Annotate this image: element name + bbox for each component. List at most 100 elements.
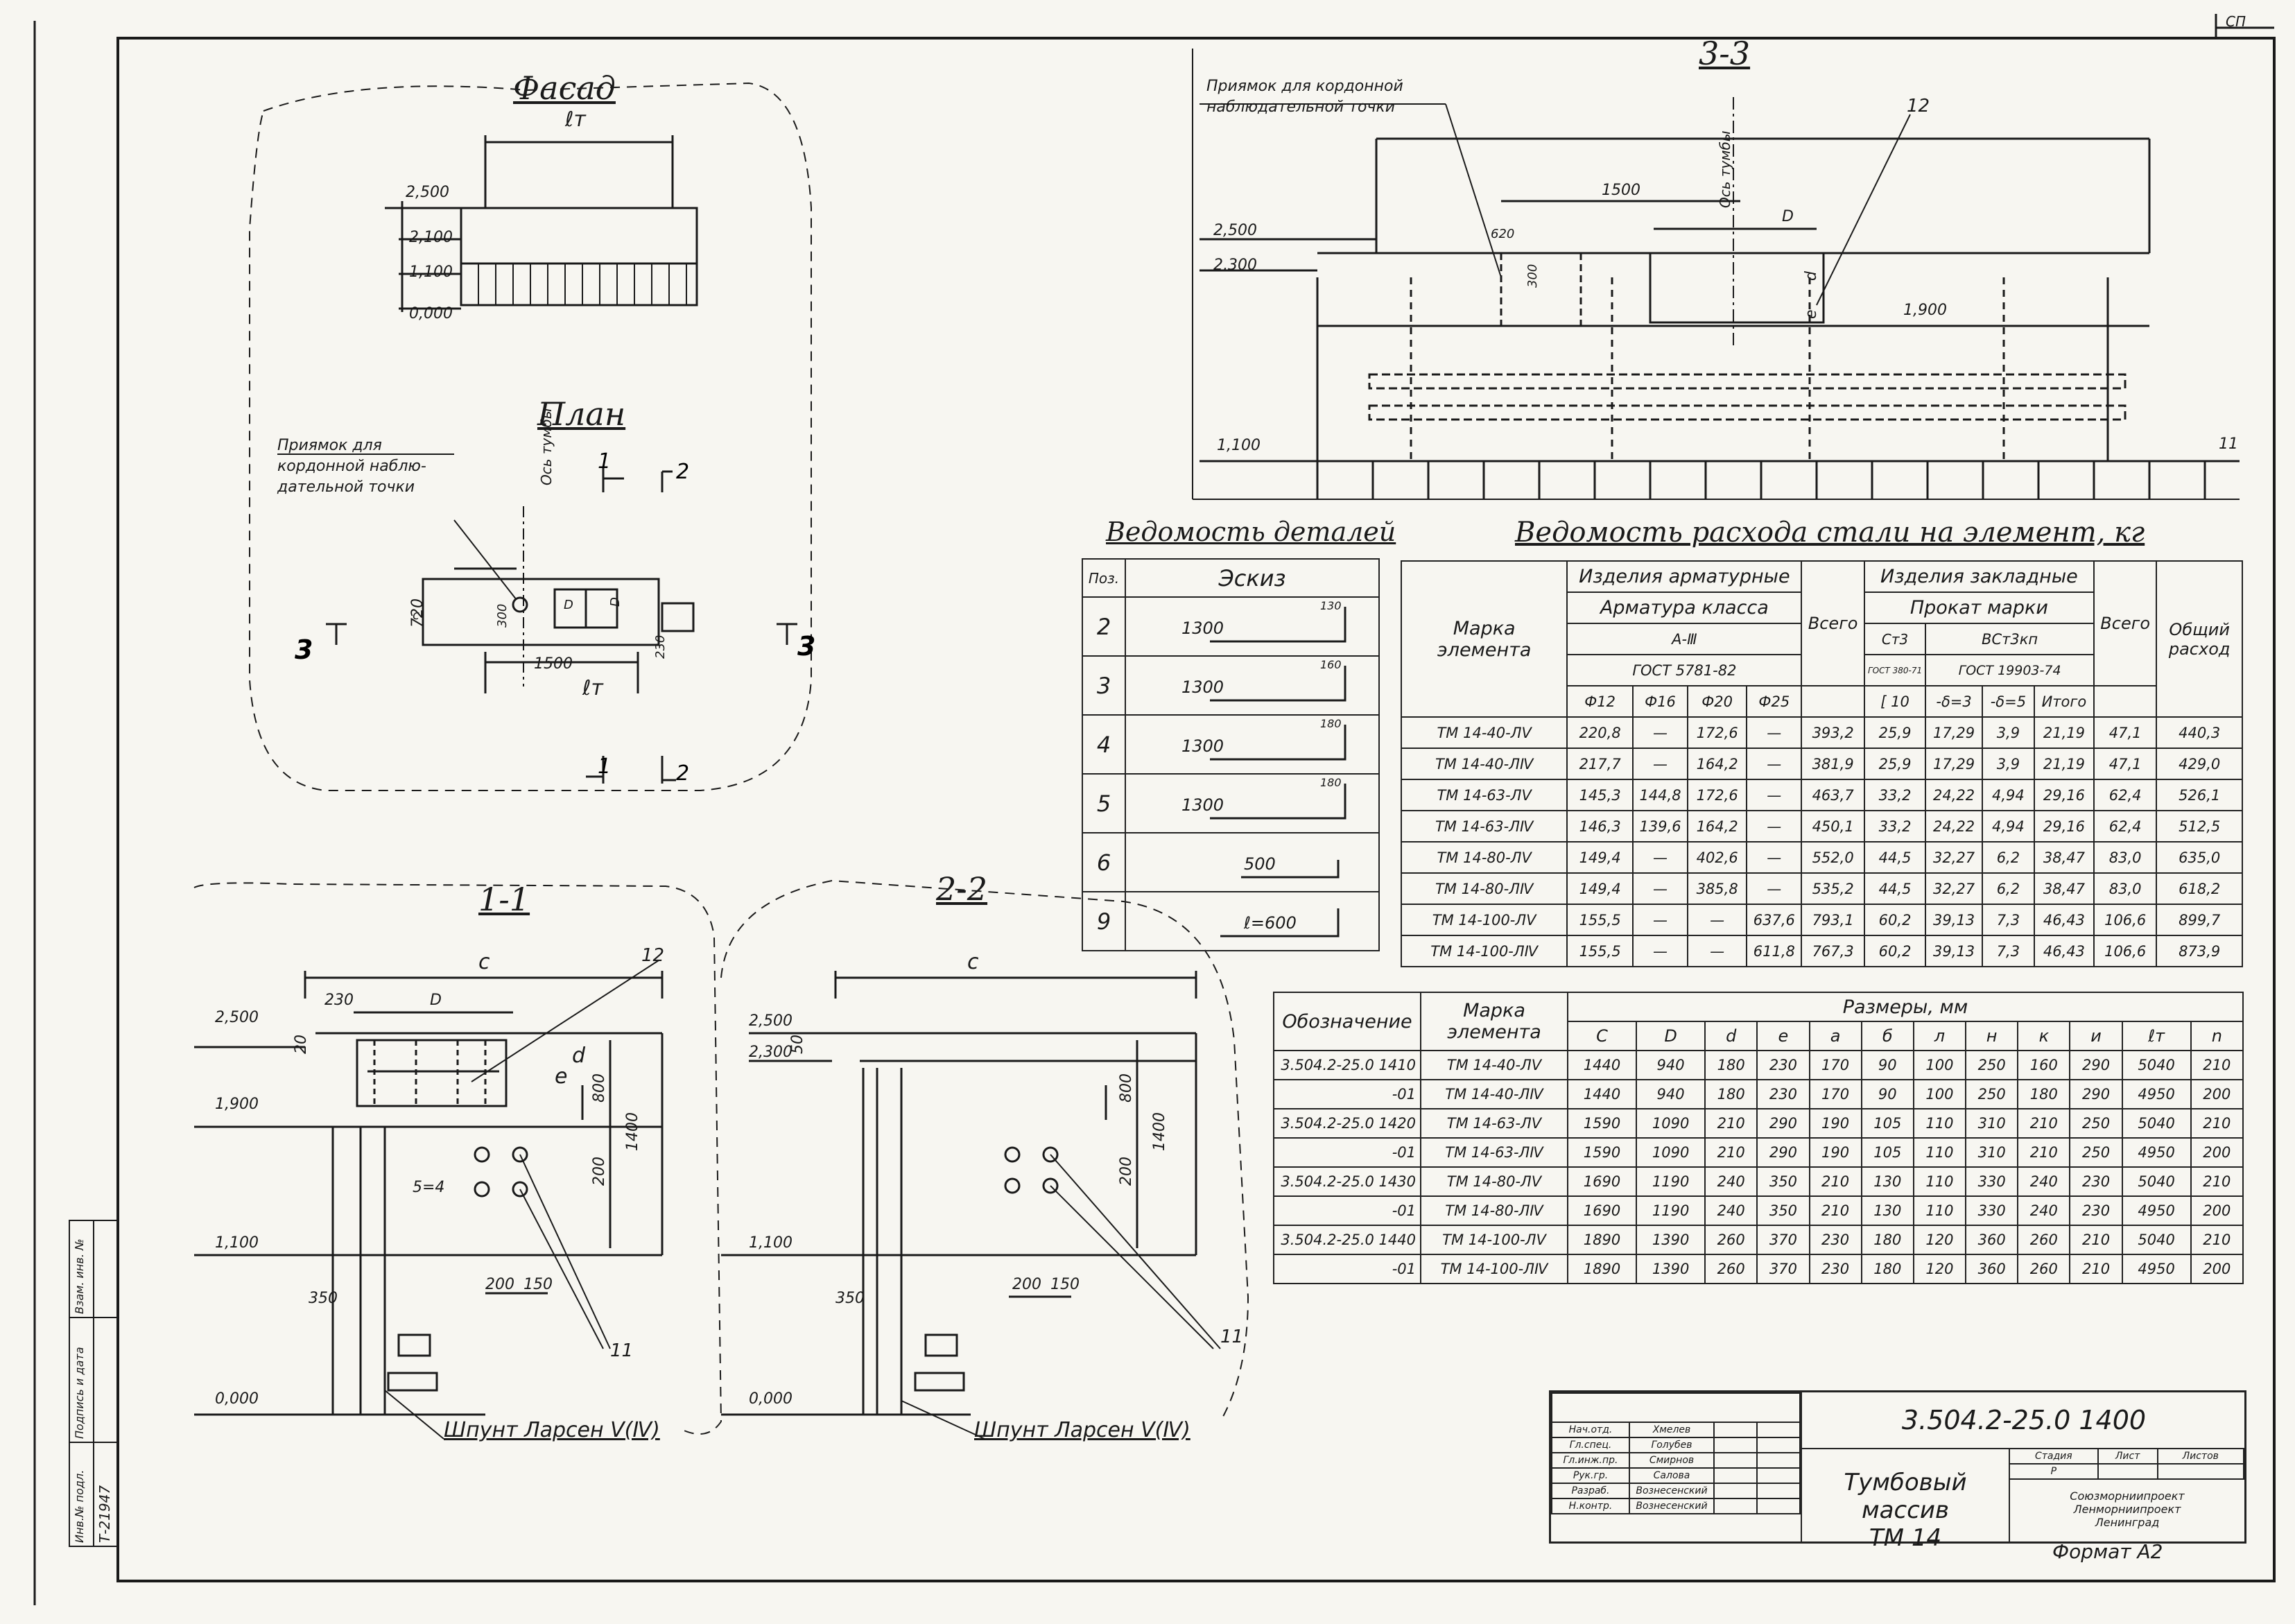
table-cell: 429,0 <box>2156 748 2243 780</box>
detail-hook: 180 <box>1320 717 1342 730</box>
plan-note-line: кордонной наблю- <box>277 458 426 475</box>
table-cell: 310 <box>1965 1137 2019 1168</box>
table-cell: 402,6 <box>1687 841 1748 874</box>
col-header-size: C <box>1566 1021 1638 1051</box>
level: 2,500 <box>1213 222 1257 239</box>
table-cell: 350 <box>1756 1166 1810 1197</box>
sec11-dim: c <box>478 950 490 974</box>
table-cell: 100 <box>1912 1050 1967 1080</box>
table-cell: — <box>1746 872 1803 905</box>
table-cell: 535,2 <box>1801 872 1865 905</box>
stamp-person: Вознесенский <box>1629 1498 1715 1514</box>
sec33-note-line: наблюдательной точки <box>1206 98 1396 116</box>
table-cell: 90 <box>1860 1050 1914 1080</box>
col-header-sub: ВСт3кп <box>1925 623 2095 655</box>
table-cell: 250 <box>2069 1137 2123 1168</box>
table-cell: 210 <box>1704 1108 1758 1139</box>
level: 1,100 <box>409 264 453 281</box>
table-cell: 385,8 <box>1687 872 1748 905</box>
col-header-sizes: Размеры, мм <box>1567 992 2244 1022</box>
table-cell: 3,9 <box>1981 716 2035 749</box>
col-header-size: e <box>1756 1021 1810 1051</box>
col-header-diam: Ф25 <box>1746 685 1803 718</box>
sec22-dim: 150 <box>1050 1276 1080 1293</box>
row-designation: -01 <box>1273 1137 1421 1168</box>
table-cell: 330 <box>1965 1166 2019 1197</box>
detail-pos: 3 <box>1082 655 1126 716</box>
section-mark: 3 <box>295 634 313 665</box>
table-cell: — <box>1746 841 1803 874</box>
table-cell: 38,47 <box>2033 841 2095 874</box>
sec22-dim: 1400 <box>1151 1112 1168 1151</box>
table-cell: 145,3 <box>1566 779 1634 811</box>
table-cell: 210 <box>2190 1166 2244 1197</box>
table-cell: 210 <box>1704 1137 1758 1168</box>
table-cell: 172,6 <box>1687 716 1748 749</box>
col-header-mark: Марка элемента <box>1400 560 1568 718</box>
table-cell: 552,0 <box>1801 841 1865 874</box>
table-cell: 25,9 <box>1863 748 1927 780</box>
table-cell: 190 <box>1808 1108 1862 1139</box>
sec33-dim: 300 <box>1525 264 1540 288</box>
table-cell: 230 <box>1756 1050 1810 1080</box>
table-cell: 1090 <box>1636 1137 1706 1168</box>
table-cell: 17,29 <box>1925 748 1983 780</box>
table-cell: 393,2 <box>1801 716 1865 749</box>
frame-code: СП <box>2226 13 2246 30</box>
table-cell: 240 <box>1704 1195 1758 1226</box>
stamp-date <box>1756 1498 1801 1514</box>
table-cell: — <box>1631 841 1689 874</box>
stamp-org-line: Ленморниипроект <box>2073 1503 2181 1516</box>
table-cell: 611,8 <box>1746 935 1803 967</box>
table-cell: 100 <box>1912 1079 1967 1109</box>
col-header-blank <box>2093 685 2158 718</box>
table-cell: 360 <box>1965 1225 2019 1255</box>
stamp-sign <box>1713 1498 1758 1514</box>
table-cell: 146,3 <box>1566 810 1634 843</box>
sheet-pile-label: Шпунт Ларсен Ⅴ(Ⅳ) <box>974 1418 1190 1442</box>
detail-hook: 130 <box>1320 599 1342 612</box>
level: 2,300 <box>749 1044 793 1061</box>
table-cell: 90 <box>1860 1079 1914 1109</box>
row-designation: -01 <box>1273 1195 1421 1226</box>
row-mark: ТМ 14-100-ЛⅤ <box>1420 1225 1568 1255</box>
table-cell: 450,1 <box>1801 810 1865 843</box>
table-cell: 110 <box>1912 1166 1967 1197</box>
plan-section-marks: 1 2 3 3 1 2 <box>295 449 815 786</box>
table-cell: 32,27 <box>1925 872 1983 905</box>
facade-dim-lm: ℓт <box>565 107 586 132</box>
detail-pos: 5 <box>1082 773 1126 833</box>
sec11-dim: 350 <box>309 1290 338 1307</box>
sec22-dim: 800 <box>1118 1073 1135 1103</box>
table-cell: 24,22 <box>1925 810 1983 843</box>
detail-pos: 6 <box>1082 832 1126 892</box>
table-cell: 1190 <box>1636 1195 1706 1226</box>
stamp-person: Хмелев <box>1629 1422 1715 1438</box>
col-header-diam: Ф20 <box>1687 685 1748 718</box>
col-header-emb: [ 10 <box>1863 685 1927 718</box>
table-cell: 200 <box>2190 1254 2244 1284</box>
stamp-stage-value <box>2097 1463 2158 1480</box>
col-header-total: Всего <box>2093 560 2158 686</box>
stamp-date <box>1756 1437 1801 1453</box>
table-cell: 5040 <box>2121 1166 2192 1197</box>
side-stamp-lines <box>69 1220 119 1547</box>
sec11-dim: D <box>430 992 442 1009</box>
stamp-sign <box>1713 1467 1758 1484</box>
sec11-dim: 1400 <box>624 1112 641 1151</box>
table-cell: 940 <box>1636 1079 1706 1109</box>
sec33-dim: 1500 <box>1602 182 1640 199</box>
table-cell: 210 <box>1808 1166 1862 1197</box>
plan-view <box>277 453 797 784</box>
table-cell: 170 <box>1808 1050 1862 1080</box>
